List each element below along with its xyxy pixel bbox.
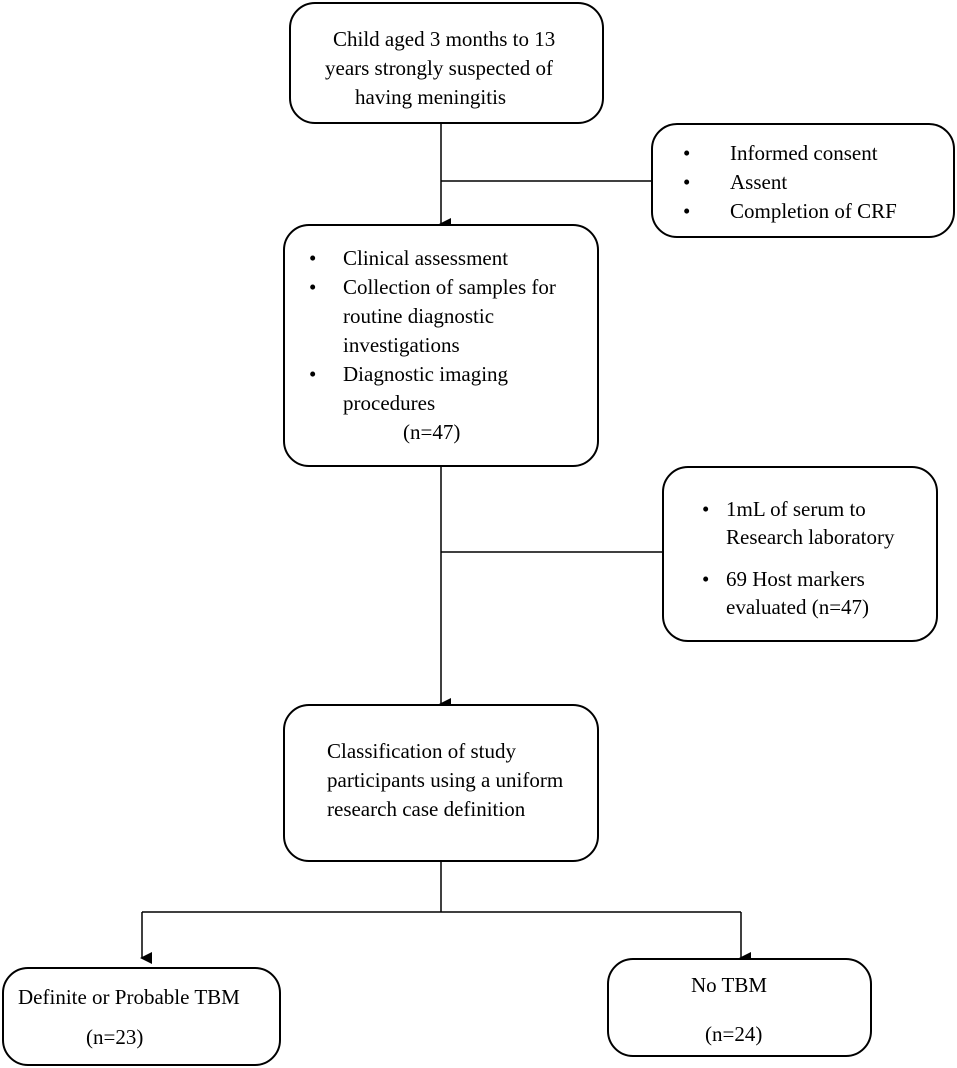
classification-node: Classification of study participants usi… [283, 704, 599, 862]
tbm-label: Definite or Probable TBM [18, 985, 240, 1009]
bullet: • [309, 275, 317, 299]
assessment-item-samples-2: routine diagnostic [343, 304, 495, 328]
bullet: • [309, 362, 317, 386]
classification-line-1: Classification of study [327, 739, 516, 763]
start-line-3: having meningitis [355, 85, 507, 109]
start-node: Child aged 3 months to 13 years strongly… [289, 2, 604, 124]
consent-node: • Informed consent • Assent • Completion… [651, 123, 955, 238]
assessment-count: (n=47) [403, 420, 461, 444]
no-tbm-count: (n=24) [705, 1022, 763, 1046]
no-tbm-label: No TBM [691, 973, 768, 997]
tbm-outcome-node: Definite or Probable TBM (n=23) [2, 967, 281, 1066]
assessment-item-clinical: Clinical assessment [343, 246, 509, 270]
consent-item-crf: Completion of CRF [730, 199, 897, 223]
bullet: • [309, 246, 317, 270]
consent-item-assent: Assent [730, 170, 788, 194]
bullet: • [683, 170, 691, 194]
no-tbm-outcome-node: No TBM (n=24) [607, 958, 872, 1057]
bullet: • [683, 141, 691, 165]
lab-item-markers-1: 69 Host markers [726, 567, 865, 591]
consent-item-informed: Informed consent [730, 141, 878, 165]
bullet: • [702, 567, 710, 591]
tbm-count: (n=23) [86, 1025, 144, 1049]
lab-item-serum-1: 1mL of serum to [726, 497, 866, 521]
start-line-1: Child aged 3 months to 13 [333, 27, 556, 51]
assessment-item-samples-3: investigations [343, 333, 460, 357]
bullet: • [683, 199, 691, 223]
assessment-item-imaging-2: procedures [343, 391, 436, 415]
assessment-item-imaging-1: Diagnostic imaging [343, 362, 509, 386]
classification-line-2: participants using a uniform [327, 768, 564, 792]
lab-item-markers-2: evaluated (n=47) [726, 595, 870, 619]
bullet: • [702, 497, 710, 521]
assessment-node: • Clinical assessment • Collection of sa… [283, 224, 599, 467]
lab-item-serum-2: Research laboratory [726, 525, 895, 549]
classification-line-3: research case definition [327, 797, 526, 821]
assessment-item-samples-1: Collection of samples for [343, 275, 556, 299]
start-line-2: years strongly suspected of [325, 56, 554, 80]
lab-node: • 1mL of serum to Research laboratory • … [662, 466, 938, 642]
